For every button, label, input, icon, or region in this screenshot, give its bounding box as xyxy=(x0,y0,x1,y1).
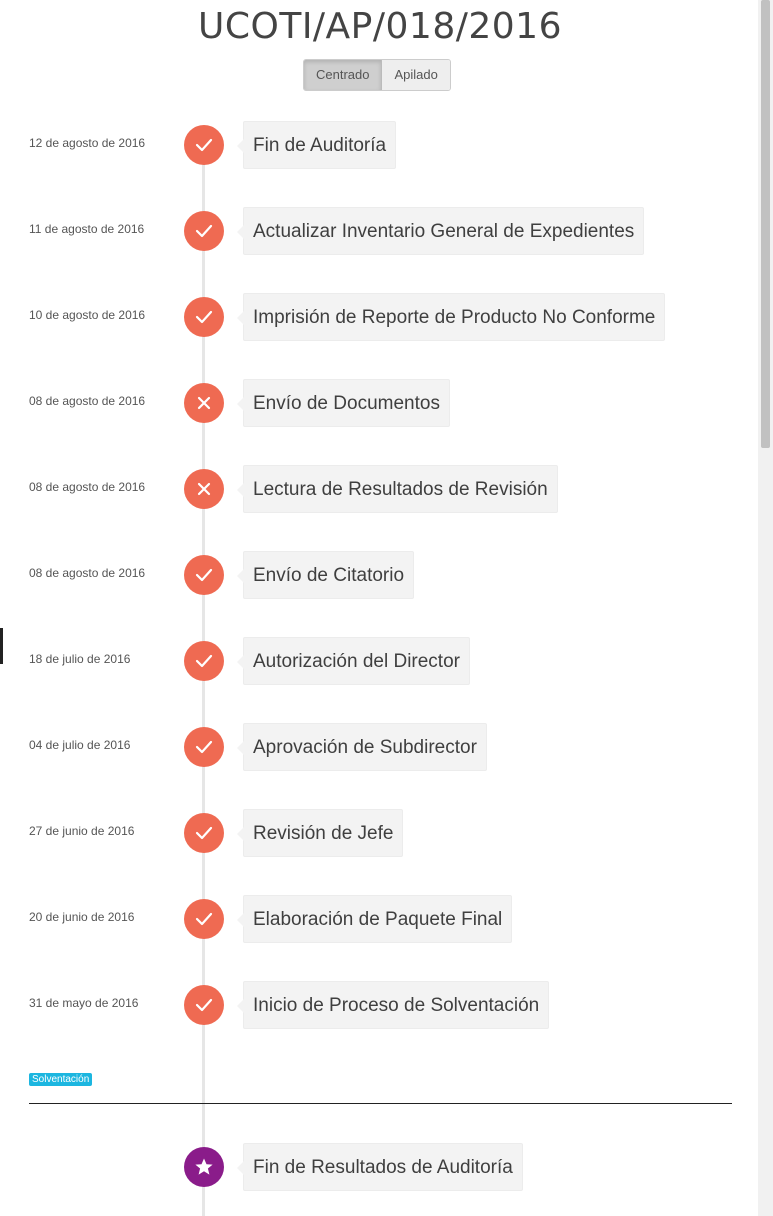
page-title: UCOTI/AP/018/2016 xyxy=(198,6,562,47)
timeline-event: 27 de junio de 2016 Revisión de Jefe xyxy=(0,809,760,859)
event-date: 08 de agosto de 2016 xyxy=(29,480,146,494)
vertical-scrollbar[interactable] xyxy=(758,0,773,1216)
timeline-event: 04 de julio de 2016 Aprovación de Subdir… xyxy=(0,723,760,773)
check-icon xyxy=(184,641,224,681)
left-edge-handle xyxy=(0,628,3,664)
toggle-centrado-button[interactable]: Centrado xyxy=(304,60,383,90)
check-icon xyxy=(184,555,224,595)
section-divider xyxy=(29,1103,732,1104)
timeline-event: 08 de agosto de 2016 Envío de Citatorio xyxy=(0,551,760,601)
timeline-event: 10 de agosto de 2016 Imprisión de Report… xyxy=(0,293,760,343)
star-icon xyxy=(184,1147,224,1187)
event-card[interactable]: Aprovación de Subdirector xyxy=(237,723,487,771)
timeline-event: 08 de agosto de 2016 Envío de Documentos xyxy=(0,379,760,429)
timeline-milestone: Fin de Resultados de Auditoría xyxy=(0,1143,760,1193)
event-card[interactable]: Elaboración de Paquete Final xyxy=(236,895,513,943)
check-icon xyxy=(184,211,224,251)
section-tag: Solventación xyxy=(29,1073,93,1086)
event-date: 04 de julio de 2016 xyxy=(29,738,131,752)
event-date: 10 de agosto de 2016 xyxy=(29,308,146,322)
timeline-event: 20 de junio de 2016 Elaboración de Paque… xyxy=(0,895,760,945)
event-date: 18 de julio de 2016 xyxy=(29,652,131,666)
x-icon xyxy=(184,469,224,509)
timeline-event: 18 de julio de 2016 Autorización del Dir… xyxy=(0,637,760,687)
check-icon xyxy=(184,297,224,337)
event-date: 12 de agosto de 2016 xyxy=(29,136,146,150)
event-card[interactable]: Lectura de Resultados de Revisión xyxy=(237,465,558,513)
milestone-card[interactable]: Fin de Resultados de Auditoría xyxy=(237,1143,523,1191)
check-icon xyxy=(184,727,224,767)
check-icon xyxy=(184,813,224,853)
toggle-apilado-button[interactable]: Apilado xyxy=(382,60,450,90)
scrollbar-thumb[interactable] xyxy=(761,0,770,448)
event-card[interactable]: Autorización del Director xyxy=(237,637,470,685)
event-date: 20 de junio de 2016 xyxy=(29,910,135,924)
event-date: 08 de agosto de 2016 xyxy=(29,394,146,408)
event-card[interactable]: Fin de Auditoría xyxy=(236,121,397,169)
event-date: 08 de agosto de 2016 xyxy=(29,566,146,580)
event-date: 27 de junio de 2016 xyxy=(29,824,135,838)
check-icon xyxy=(184,125,224,165)
timeline-event: 12 de agosto de 2016 Fin de Auditoría xyxy=(0,121,760,171)
check-icon xyxy=(184,899,224,939)
event-card[interactable]: Actualizar Inventario General de Expedie… xyxy=(236,207,645,255)
x-icon xyxy=(184,383,224,423)
event-card[interactable]: Envío de Documentos xyxy=(237,379,450,427)
timeline-event: 11 de agosto de 2016 Actualizar Inventar… xyxy=(0,207,760,257)
event-card[interactable]: Envío de Citatorio xyxy=(236,551,415,599)
event-date: 31 de mayo de 2016 xyxy=(29,996,139,1010)
view-toggle: Centrado Apilado xyxy=(303,59,451,91)
timeline-event: 31 de mayo de 2016 Inicio de Proceso de … xyxy=(0,981,760,1031)
timeline-event: 08 de agosto de 2016 Lectura de Resultad… xyxy=(0,465,760,515)
event-card[interactable]: Imprisión de Reporte de Producto No Conf… xyxy=(236,293,666,341)
event-card[interactable]: Revisión de Jefe xyxy=(236,809,404,857)
check-icon xyxy=(184,985,224,1025)
event-date: 11 de agosto de 2016 xyxy=(29,222,145,236)
event-card[interactable]: Inicio de Proceso de Solventación xyxy=(236,981,550,1029)
